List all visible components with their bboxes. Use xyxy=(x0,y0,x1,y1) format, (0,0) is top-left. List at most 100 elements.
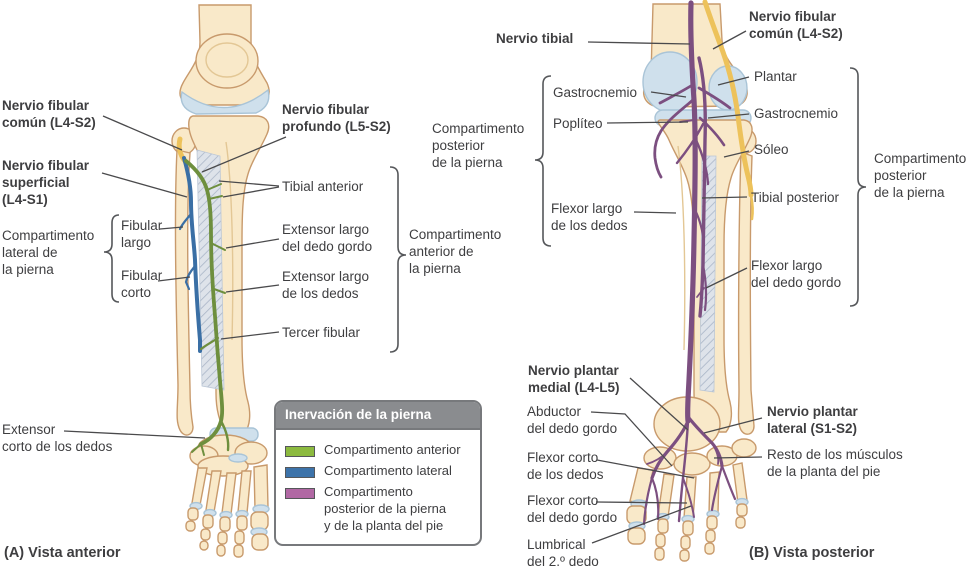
big-toe-bone xyxy=(627,527,646,545)
lateral-plantar-twig xyxy=(711,442,720,465)
toe-bone xyxy=(655,533,666,548)
figure-a-nerves xyxy=(176,136,230,456)
label-abductor-dedo-gordo: Abductor del dedo gordo xyxy=(527,404,618,436)
label-nervio-plantar-lateral: Nervio plantar lateral (S1-S2) xyxy=(767,404,858,436)
legend-item-lateral: Compartimento lateral xyxy=(285,463,471,480)
metatarsal-bone xyxy=(221,472,237,515)
medial-plantar-branch xyxy=(642,476,654,526)
brace-posterior-compartment-right xyxy=(849,67,867,307)
label-flexor-corto-dedos: Flexor corto de los dedos xyxy=(527,450,604,482)
metatarsal-bone xyxy=(205,470,222,513)
label-compartimento-posterior-izq: Compartimento posterior de la pierna xyxy=(432,121,525,170)
metatarsal-bone xyxy=(237,470,252,514)
tercer-fibular-branch xyxy=(199,336,220,351)
legend-box: Inervación de la pierna Compartimento an… xyxy=(274,400,482,547)
brace-posterior-compartment-left xyxy=(534,75,552,247)
legend-item-posterior: Compartimento posterior de la pierna y d… xyxy=(285,484,471,535)
legend-body: Compartimento anterior Compartimento lat… xyxy=(276,430,480,544)
label-extensor-largo-dedos: Extensor largo de los dedos xyxy=(282,269,370,301)
label-flexor-largo-dedos: Flexor largo de los dedos xyxy=(551,201,628,233)
leader-line xyxy=(701,196,748,199)
legend-title: Inervación de la pierna xyxy=(276,402,480,430)
label-popliteo: Poplíteo xyxy=(553,116,603,131)
toe-bone xyxy=(654,547,665,561)
label-compartimento-lateral: Compartimento lateral de la pierna xyxy=(2,228,95,277)
toe-bone xyxy=(185,520,196,532)
leader-line xyxy=(222,186,280,198)
ankle-branch xyxy=(219,419,230,452)
toe-bone xyxy=(682,520,694,536)
leader-line xyxy=(101,172,188,198)
leader-line xyxy=(713,456,763,459)
label-gastrocnemio-izq: Gastrocnemio xyxy=(553,85,638,100)
toe-bone xyxy=(234,530,245,545)
toe-bone xyxy=(187,507,199,521)
gastrocnemius-branch xyxy=(697,86,732,110)
anterior-compartment-swatch xyxy=(285,446,315,457)
label-nervio-fibular-comun-b: Nervio fibular común (L4-S2) xyxy=(749,9,843,41)
leader-line xyxy=(595,501,688,504)
caption-vista-posterior: (B) Vista posterior xyxy=(749,545,875,561)
leader-line xyxy=(587,41,691,45)
metatarsal-bone xyxy=(657,473,675,518)
label-extensor-largo-dedo-gordo: Extensor largo del dedo gordo xyxy=(282,222,373,254)
common-fibular-nerve-tail xyxy=(749,193,754,221)
grouping-braces xyxy=(103,67,867,353)
medial-plantar-branch xyxy=(650,476,660,521)
patella-bone xyxy=(195,33,259,89)
gastrocnemius-branch xyxy=(653,98,695,179)
label-compartimento-anterior: Compartimento anterior de la pierna xyxy=(409,227,502,276)
foot-branch xyxy=(191,443,202,453)
toe-bone xyxy=(706,515,718,530)
label-tercer-fibular: Tercer fibular xyxy=(282,325,361,340)
leader-lines xyxy=(63,30,763,544)
label-resto-musculos: Resto de los músculos de la planta del p… xyxy=(767,447,903,479)
toe-bone xyxy=(735,516,746,529)
posterior-compartment-swatch xyxy=(285,487,315,499)
leader-line xyxy=(606,121,689,124)
tarsal-bone xyxy=(731,438,757,458)
leader-line xyxy=(591,505,692,544)
label-nervio-plantar-medial: Nervio plantar medial (L4-L5) xyxy=(528,363,620,395)
label-compartimento-posterior-der: Compartimento posterior de la pierna xyxy=(874,151,967,200)
caption-vista-anterior: (A) Vista anterior xyxy=(4,545,121,561)
toe-bone xyxy=(236,515,248,531)
big-toe-bone xyxy=(251,533,269,551)
toe-bone xyxy=(704,542,715,555)
common-fibular-nerve xyxy=(702,0,754,198)
superficial-fibular-nerve xyxy=(182,156,202,353)
lateral-plantar-branch xyxy=(720,464,737,501)
figure-b-nerves xyxy=(642,0,754,526)
soleus-branch xyxy=(675,122,705,165)
leader-line xyxy=(225,284,280,293)
label-nervio-fibular-superficial: Nervio fibular superficial (L4-S1) xyxy=(2,158,90,207)
legend-item-anterior: Compartimento anterior xyxy=(285,442,471,459)
label-gastrocnemio-der: Gastrocnemio xyxy=(754,106,839,121)
plantar-central-branch xyxy=(682,477,695,518)
fibula-shaft-bone xyxy=(737,151,755,435)
soleus-branch xyxy=(694,138,710,186)
tibialis-anterior-branch xyxy=(208,195,223,200)
soleus-branch xyxy=(698,116,726,147)
leader-line xyxy=(102,115,183,151)
toe-bone xyxy=(217,531,228,545)
label-fibular-largo: Fibular largo xyxy=(121,218,163,250)
toe-bone xyxy=(233,544,244,558)
leader-line xyxy=(705,267,748,289)
leader-line xyxy=(723,150,750,158)
label-plantar: Plantar xyxy=(754,69,797,84)
tibial-nerve xyxy=(684,0,698,424)
lateral-compartment-swatch xyxy=(285,466,315,478)
label-fibular-corto: Fibular corto xyxy=(121,268,163,300)
label-nervio-tibial: Nervio tibial xyxy=(496,31,574,46)
toe-bone xyxy=(705,529,716,543)
toe-bone xyxy=(219,516,231,532)
leader-line xyxy=(157,276,191,282)
toe-bone xyxy=(216,544,226,557)
brace-lateral-compartment xyxy=(103,214,120,303)
label-nervio-fibular-comun-a: Nervio fibular común (L4-S2) xyxy=(2,98,96,130)
tibia-ridge-line xyxy=(225,141,234,341)
label-flexor-largo-dedo-gordo: Flexor largo del dedo gordo xyxy=(751,258,842,290)
label-tibial-posterior: Tibial posterior xyxy=(751,190,840,205)
